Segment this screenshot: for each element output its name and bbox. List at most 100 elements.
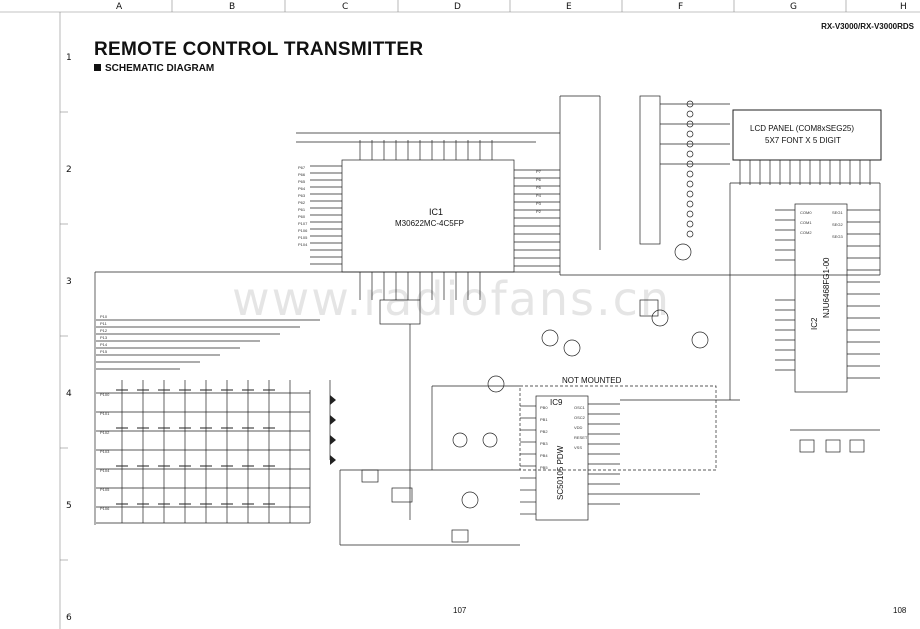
- watermark: www.radiofans.cn: [232, 272, 672, 326]
- svg-text:P3: P3: [536, 201, 542, 206]
- svg-text:P62: P62: [298, 200, 306, 205]
- svg-text:P101: P101: [100, 411, 110, 416]
- svg-text:P2: P2: [536, 209, 542, 214]
- svg-text:P13: P13: [100, 335, 108, 340]
- svg-text:VDD: VDD: [574, 425, 583, 430]
- ic2-part-label: NJU6468FG1-00: [822, 258, 831, 318]
- svg-text:P104: P104: [100, 468, 110, 473]
- grid-column-label: C: [342, 2, 349, 12]
- ic2-ref-text: IC2: [810, 317, 819, 330]
- lcd-panel-line2: 5X7 FONT X 5 DIGIT: [765, 136, 841, 145]
- ic2-pins: [775, 209, 880, 379]
- svg-text:P15: P15: [100, 349, 108, 354]
- model-number: RX-V3000/RX-V3000RDS: [821, 22, 914, 31]
- page-subtitle: SCHEMATIC DIAGRAM: [94, 63, 214, 74]
- ic9-body: [535, 395, 589, 521]
- page-number-left: 107: [453, 606, 467, 615]
- ic9-pins: [520, 403, 620, 515]
- svg-text:COM0: COM0: [800, 210, 812, 215]
- svg-text:SEG1: SEG1: [832, 210, 843, 215]
- grid-row-label: 1: [66, 53, 72, 63]
- svg-text:PB1: PB1: [540, 417, 548, 422]
- svg-text:PB2: PB2: [540, 429, 548, 434]
- svg-text:COM1: COM1: [800, 220, 812, 225]
- grid-column-label: D: [454, 2, 461, 12]
- ic9-part-label: SC50105 PDW: [556, 446, 565, 500]
- svg-text:P107: P107: [298, 221, 308, 226]
- lcd-panel-line1: LCD PANEL (COM8xSEG25): [750, 124, 855, 133]
- svg-text:P60: P60: [298, 214, 306, 219]
- svg-text:P63: P63: [298, 193, 306, 198]
- svg-text:P103: P103: [100, 449, 110, 454]
- svg-text:P100: P100: [100, 392, 110, 397]
- svg-text:P12: P12: [100, 328, 108, 333]
- grid-column-label: B: [229, 2, 236, 12]
- key-switch-marks: [116, 389, 275, 505]
- ic1-left-pins: [310, 165, 342, 265]
- led-column: [686, 100, 694, 238]
- grid-row-label: 3: [66, 277, 72, 287]
- ic1-top-pins: [359, 140, 493, 160]
- svg-text:PB0: PB0: [540, 405, 548, 410]
- svg-text:P7: P7: [536, 169, 542, 174]
- segment-driver-block: [639, 95, 661, 245]
- grid-column-label: E: [566, 2, 572, 12]
- svg-text:RESET: RESET: [574, 435, 588, 440]
- diode-column: [330, 395, 336, 465]
- svg-text:OSC1: OSC1: [574, 405, 586, 410]
- svg-text:P5: P5: [536, 185, 542, 190]
- grid-row-label: 4: [66, 389, 72, 399]
- svg-text:P105: P105: [298, 235, 308, 240]
- ic9-ref-label: IC9: [550, 398, 563, 407]
- grid-column-label: A: [116, 2, 123, 12]
- svg-text:P11: P11: [100, 321, 108, 326]
- not-mounted-label: NOT MOUNTED: [562, 376, 622, 385]
- ic1-right-pins: [514, 169, 560, 267]
- lcd-panel-box: [732, 109, 882, 161]
- svg-text:COM2: COM2: [800, 230, 812, 235]
- ic1-ref-label: IC1: [429, 207, 444, 217]
- svg-text:P65: P65: [298, 179, 306, 184]
- grid-row-label: 5: [66, 501, 72, 511]
- page-title: REMOTE CONTROL TRANSMITTER: [94, 39, 424, 60]
- svg-text:P105: P105: [100, 487, 110, 492]
- grid-row-label: 6: [66, 613, 72, 623]
- svg-text:P4: P4: [536, 193, 542, 198]
- svg-text:P10: P10: [100, 314, 108, 319]
- svg-text:P14: P14: [100, 342, 108, 347]
- svg-text:P67: P67: [298, 165, 306, 170]
- grid-column-label: H: [900, 2, 907, 12]
- svg-text:OSC2: OSC2: [574, 415, 586, 420]
- ic9-part-text: SC50105 PDW: [556, 445, 565, 500]
- key-matrix-rows: [96, 319, 320, 524]
- ic1-body: [341, 159, 515, 273]
- bullet-square-icon: [94, 64, 101, 71]
- not-mounted-region: [519, 385, 717, 471]
- svg-text:VSS: VSS: [574, 445, 582, 450]
- svg-text:P106: P106: [298, 228, 308, 233]
- key-matrix-columns: [121, 380, 291, 523]
- grid-column-label: F: [678, 2, 684, 12]
- svg-text:P102: P102: [100, 430, 110, 435]
- subtitle-text: SCHEMATIC DIAGRAM: [105, 63, 215, 74]
- svg-text:P6: P6: [536, 177, 542, 182]
- svg-text:P64: P64: [298, 186, 306, 191]
- svg-text:P61: P61: [298, 207, 306, 212]
- grid-column-label: G: [790, 2, 797, 12]
- ic2-part-text: NJU6468FG1-00: [822, 257, 831, 318]
- svg-text:P106: P106: [100, 506, 110, 511]
- svg-text:SEG3: SEG3: [832, 234, 843, 239]
- svg-text:PB4: PB4: [540, 453, 548, 458]
- page-number-right: 108: [893, 606, 907, 615]
- svg-text:SEG2: SEG2: [832, 222, 843, 227]
- ic2-body: [794, 203, 848, 393]
- svg-text:P104: P104: [298, 242, 308, 247]
- grid-row-label: 2: [66, 165, 72, 175]
- svg-text:PB3: PB3: [540, 441, 548, 446]
- ic1-part-label: M30622MC-4C5FP: [395, 219, 464, 228]
- svg-text:PB5: PB5: [540, 465, 548, 470]
- ic1-bottom-pins: [359, 272, 481, 300]
